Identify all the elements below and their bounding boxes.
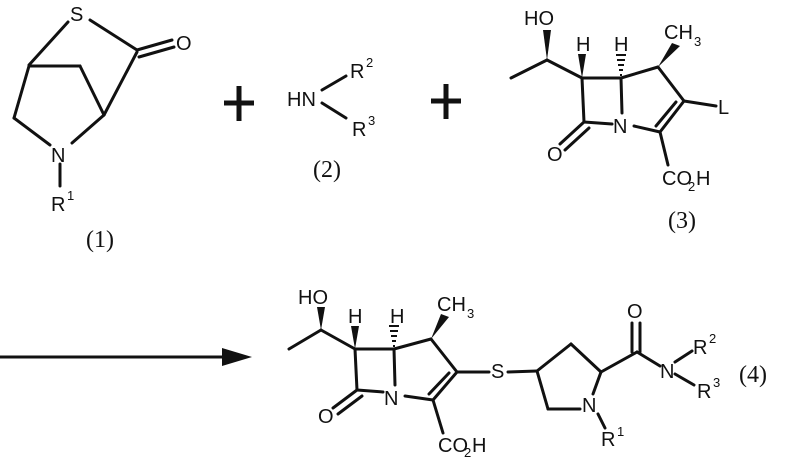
compound-2: HN R 2 R 3 (2) — [287, 55, 375, 183]
atom-o-carbonyl: O — [547, 144, 563, 166]
atom-r3-superscript: 3 — [713, 375, 720, 390]
atom-r1-superscript: 1 — [67, 188, 74, 203]
atom-n-pyrrolidine: N — [582, 395, 596, 417]
atom-ch3: CH — [664, 22, 693, 44]
atom-r1: R — [601, 429, 615, 451]
compound-1: S O N R 1 (1) — [12, 4, 192, 253]
plus-sign-2 — [431, 84, 461, 119]
atom-h-cis: H — [576, 34, 590, 56]
atom-h-trans: H — [390, 306, 404, 328]
compound-2-label: (2) — [313, 157, 341, 183]
atom-ch3-subscript: 3 — [694, 34, 701, 49]
atom-co2h-subscript: 2 — [464, 445, 471, 457]
atom-ch3-subscript: 3 — [467, 306, 474, 321]
atom-r1: R — [51, 194, 65, 216]
atom-n: N — [613, 116, 627, 138]
compound-4-label: (4) — [739, 362, 767, 388]
compound-1-label: (1) — [86, 227, 114, 253]
atom-o-carbonyl: O — [318, 406, 334, 428]
atom-r3: R — [697, 381, 711, 403]
atom-r1-superscript: 1 — [617, 424, 624, 439]
compound-3: HO H H CH 3 L O N CO 2 H — [509, 8, 729, 234]
atom-co2h-subscript: 2 — [688, 179, 695, 194]
atom-hn: HN — [287, 89, 316, 111]
atom-ho: HO — [298, 287, 328, 309]
atom-r2: R — [693, 337, 707, 359]
atom-r2-superscript: 2 — [709, 331, 716, 346]
atom-n: N — [51, 145, 65, 167]
atom-co2h: CO — [662, 168, 692, 190]
atom-ho: HO — [524, 8, 554, 30]
compound-4: HO H H CH 3 O N CO 2 H S O N R 2 R 3 N R… — [287, 287, 767, 457]
atom-h-cis: H — [348, 306, 362, 328]
atom-h-trans: H — [614, 34, 628, 56]
atom-s: S — [491, 361, 504, 383]
atom-o: O — [176, 33, 192, 55]
compound-3-label: (3) — [668, 208, 696, 234]
atom-co2h-h: H — [696, 168, 710, 190]
atom-l: L — [718, 97, 729, 119]
atom-n-lactam: N — [384, 388, 398, 410]
atom-r3: R — [352, 119, 366, 141]
atom-co2h-h: H — [472, 435, 486, 457]
plus-sign-1 — [224, 86, 254, 121]
atom-co2h: CO — [438, 435, 468, 457]
reaction-arrow — [0, 348, 252, 366]
atom-ch3: CH — [437, 294, 466, 316]
atom-s: S — [70, 4, 83, 26]
atom-r2-superscript: 2 — [366, 55, 373, 70]
atom-r2: R — [350, 61, 364, 83]
atom-o-amide: O — [627, 301, 643, 323]
atom-n-amide: N — [660, 361, 674, 383]
atom-r3-superscript: 3 — [368, 113, 375, 128]
